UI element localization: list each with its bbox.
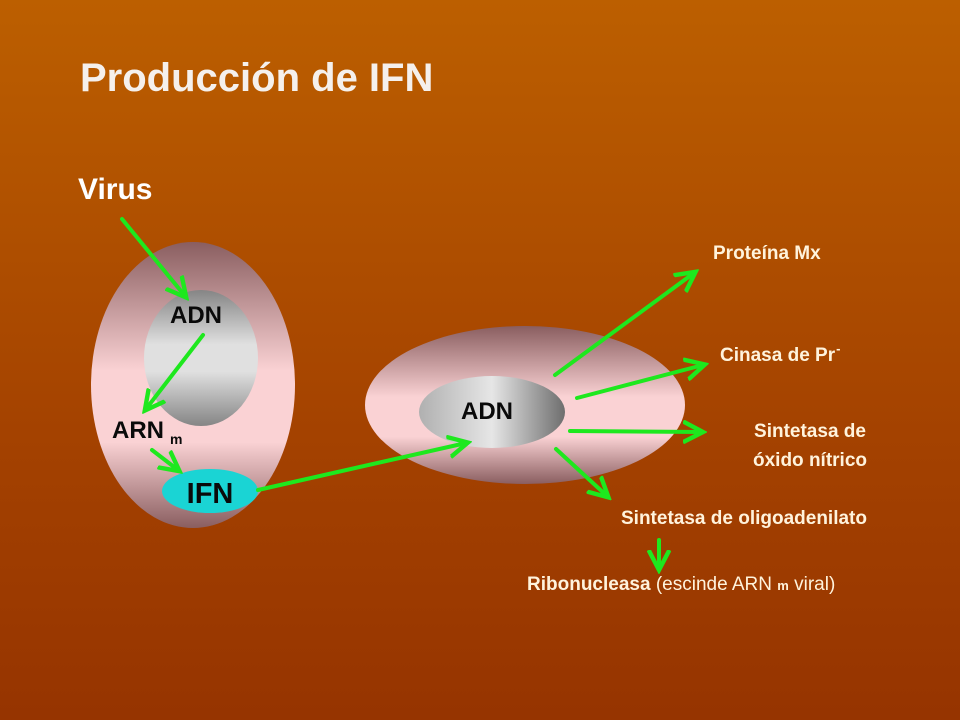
arrow-ifn-to-target — [256, 443, 466, 492]
arrow-to-cinasa — [575, 365, 703, 400]
arrow-virus-to-dna — [120, 217, 185, 296]
page-title: Producción de IFN — [80, 56, 434, 100]
ribo-subscript: m — [777, 578, 789, 593]
arrow-to-sintetasa-no — [568, 431, 701, 432]
arrow-to-mx — [553, 273, 694, 377]
sintetasa-no-line2: óxido nítrico — [753, 450, 867, 471]
infected-nucleus-label: ADN — [170, 302, 222, 329]
ifn-oval — [162, 469, 258, 513]
arrow-to-oligo — [554, 447, 607, 496]
target-cell-nucleus — [419, 376, 565, 448]
arrows — [120, 217, 703, 568]
product-cinasa: Cinasa de Pr- — [720, 341, 840, 367]
product-sintetasa-no: Sintetasa de óxido nítrico — [700, 417, 920, 475]
ribo-rest-b: viral) — [788, 574, 836, 595]
ifn-label: IFN — [186, 478, 234, 510]
mrna-label: ARN m — [112, 417, 183, 447]
ribo-rest: (escinde ARN m viral) — [650, 574, 836, 595]
arrow-dna-to-mrna — [146, 333, 205, 409]
infected-cell-nucleus — [144, 290, 258, 426]
ribo-bold: Ribonucleasa — [527, 574, 651, 595]
cinasa-text: Cinasa de Pr — [720, 345, 836, 366]
mrna-text: ARN — [112, 417, 164, 444]
mrna-subscript: m — [170, 431, 183, 447]
product-mx: Proteína Mx — [713, 243, 821, 264]
product-oligo: Sintetasa de oligoadenilato — [621, 508, 867, 529]
virus-label: Virus — [78, 173, 153, 206]
sintetasa-no-line1: Sintetasa de — [754, 421, 866, 442]
arrow-mrna-to-ifn — [150, 448, 178, 470]
product-ribonucleasa: Ribonucleasa (escinde ARN m viral) — [527, 574, 835, 596]
cinasa-superscript: - — [836, 341, 841, 356]
target-nucleus-label: ADN — [461, 398, 513, 425]
ribo-rest-a: (escinde ARN — [650, 574, 778, 595]
